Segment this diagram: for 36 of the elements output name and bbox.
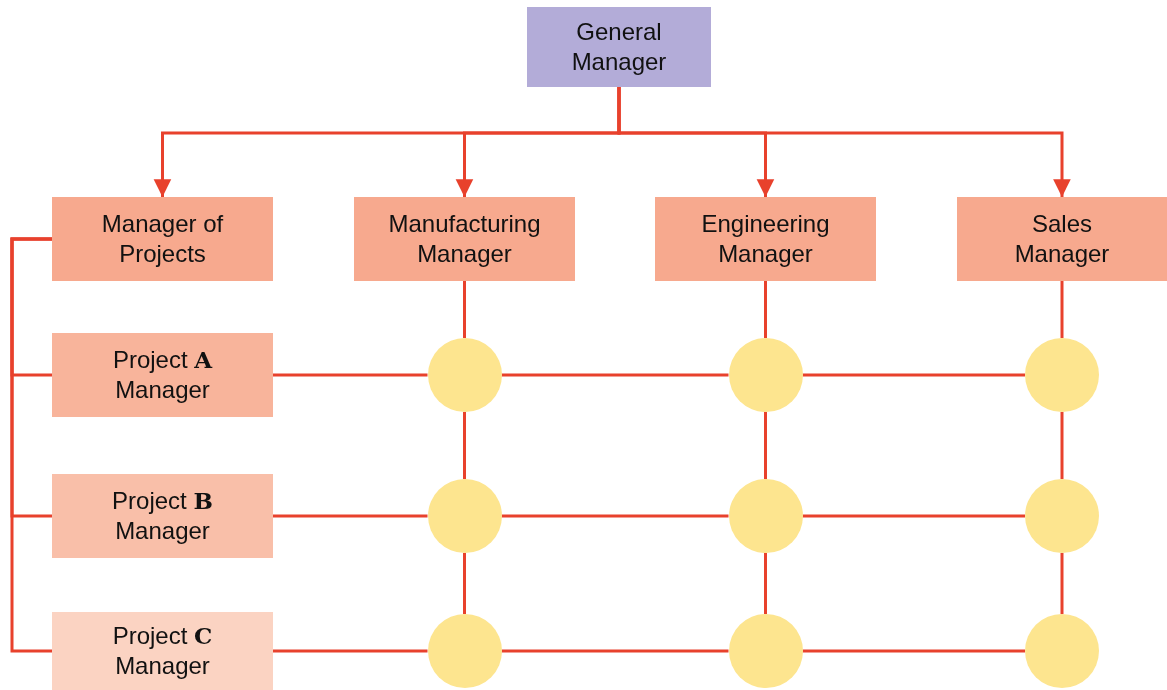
connector-line	[463, 412, 466, 479]
role-title: Project C Manager	[111, 621, 214, 681]
role-box	[52, 197, 273, 281]
connector-line	[273, 649, 428, 653]
role-title: Engineering Manager	[700, 209, 831, 269]
role-box	[52, 333, 273, 417]
connector-line	[802, 373, 1025, 377]
role-box	[52, 612, 273, 690]
connector-line	[273, 373, 428, 377]
connector-line	[501, 514, 729, 518]
role-box	[655, 197, 876, 281]
connector-line	[273, 514, 428, 518]
role-title: General Manager	[570, 17, 668, 77]
connector-line	[463, 281, 466, 338]
connector-line	[10, 237, 52, 653]
role-box	[52, 474, 273, 558]
connector-line	[764, 281, 767, 338]
role-title: Project A Manager	[111, 345, 214, 405]
connector-line	[1060, 281, 1064, 338]
connector-line	[501, 649, 729, 653]
connector-line	[764, 412, 767, 479]
role-box	[354, 197, 575, 281]
connector-line	[1060, 553, 1064, 614]
connector-line	[802, 649, 1025, 653]
arrow	[617, 87, 1071, 197]
connector-line	[1060, 412, 1064, 479]
role-title: Sales Manager	[1013, 209, 1111, 269]
connector-line	[463, 553, 466, 614]
connector-line	[501, 373, 729, 377]
role-title: Manager of Projects	[100, 209, 225, 269]
role-title: Project B Manager	[111, 486, 214, 546]
connector-line	[802, 514, 1025, 518]
role-box	[527, 7, 711, 87]
role-box	[957, 197, 1167, 281]
connector-line	[764, 553, 767, 614]
role-title: Manufacturing Manager	[387, 209, 542, 269]
